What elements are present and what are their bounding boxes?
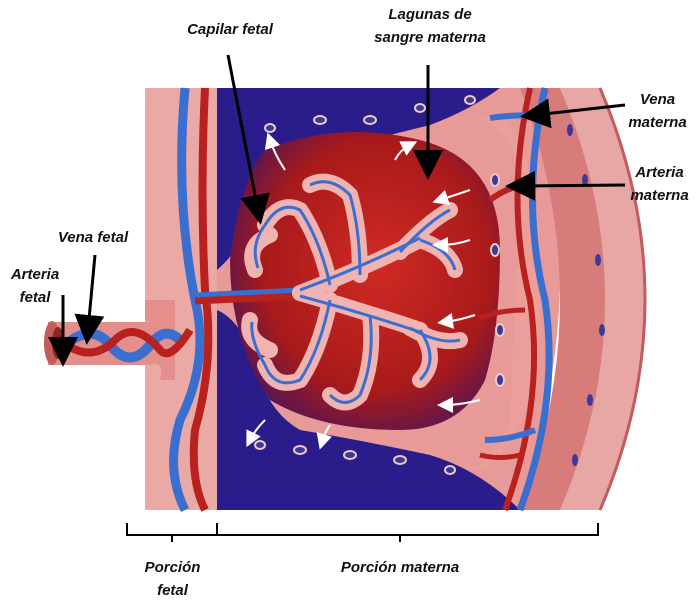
label-lagunas-line2: sangre materna <box>355 28 505 48</box>
label-vena-fetal: Vena fetal <box>38 228 148 248</box>
label-arteria-materna-line2: materna <box>622 186 697 206</box>
label-arteria-materna-line1: Arteria <box>622 163 697 183</box>
label-porcion-fetal-line2: fetal <box>125 581 220 601</box>
label-porcion-materna: Porción materna <box>320 558 480 578</box>
label-arteria-fetal-line1: Arteria <box>4 265 66 285</box>
label-vena-materna-line2: materna <box>620 113 695 133</box>
portion-brackets <box>127 523 598 542</box>
label-arteria-fetal-line2: fetal <box>4 288 66 308</box>
label-vena-materna-line1: Vena <box>620 90 695 110</box>
label-capilar-fetal: Capilar fetal <box>165 20 295 40</box>
label-lagunas-line1: Lagunas de <box>355 5 505 25</box>
label-porcion-fetal-line1: Porción <box>125 558 220 578</box>
